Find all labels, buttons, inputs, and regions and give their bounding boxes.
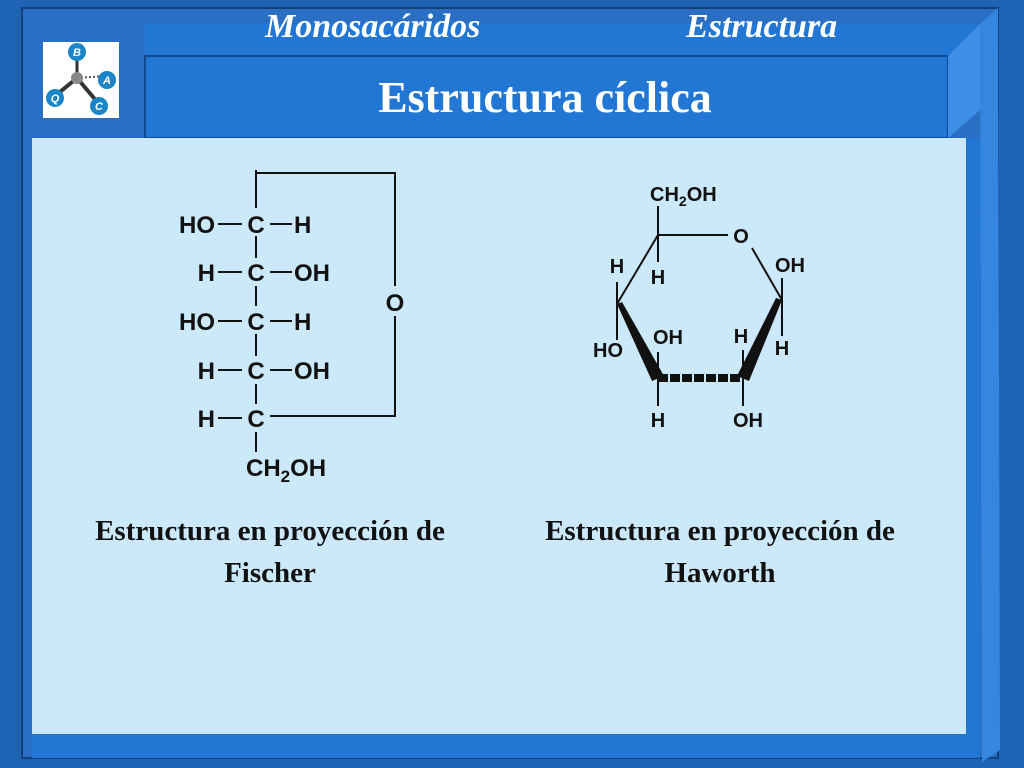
haworth-c4-up: H [610,256,624,278]
fischer-ring-oxygen: O [386,290,405,317]
fischer-caption: Estructura en proyección de Fischer [50,510,490,594]
fischer-row1-left: HO [179,212,215,239]
fischer-row1-carbon: C [247,212,264,239]
header-right-title: Estructura [686,8,838,45]
fischer-row3-left: HO [179,309,215,336]
haworth-ring-oxygen: O [733,226,749,248]
haworth-c2-down: OH [733,410,763,432]
haworth-caption-line2: Haworth [664,557,776,589]
fischer-row5-carbon: C [247,406,264,433]
haworth-top-oh: OH [687,184,717,206]
haworth-top-group: CH2OH [650,184,717,209]
haworth-caption-line1: Estructura en proyección de [545,515,895,547]
fischer-bottom-ch: CH [246,455,281,482]
molecule-logo-icon: B A C Q [46,43,116,115]
fischer-bottom-group: CH2OH [246,455,326,486]
haworth-c5-down: H [651,267,665,289]
fischer-projection [218,170,396,452]
fischer-row3-carbon: C [247,309,264,336]
haworth-projection [616,206,783,406]
haworth-caption: Estructura en proyección de Haworth [500,510,940,594]
haworth-top-sub: 2 [679,193,687,209]
logo-letter-a: A [102,75,111,87]
haworth-c4-down: HO [593,340,623,362]
fischer-caption-line2: Fischer [224,557,316,589]
haworth-c3-up: OH [653,327,683,349]
fischer-row4-left: H [198,358,215,385]
header-left-title: Monosacáridos [265,8,481,45]
fischer-row4-right: OH [294,358,330,385]
haworth-c2-up: H [734,326,748,348]
haworth-c3-down: H [651,410,665,432]
fischer-row2-carbon: C [247,260,264,287]
fischer-row1-right: H [294,212,311,239]
fischer-row4-carbon: C [247,358,264,385]
slide-title: Estructura cíclica [378,73,712,122]
haworth-top-ch: CH [650,184,679,206]
logo-letter-q: Q [51,93,60,105]
fischer-row2-left: H [198,260,215,287]
logo-letter-b: B [73,47,81,59]
logo-letter-c: C [95,101,104,113]
content-panel [32,138,966,734]
haworth-labels: CH2OH O OH H H H HO OH H H OH [593,184,805,432]
haworth-wedges [617,298,782,381]
fischer-row3-right: H [294,309,311,336]
fischer-row5-left: H [198,406,215,433]
fischer-caption-line1: Estructura en proyección de [95,515,445,547]
fischer-row2-right: OH [294,260,330,287]
fischer-bottom-sub: 2 [281,467,290,486]
logo: B A C Q [43,42,119,118]
fischer-labels: HO C H H C OH HO C H H C OH H C O CH2OH [179,212,404,486]
haworth-c1-down: H [775,338,789,360]
fischer-bottom-oh: OH [290,455,326,482]
haworth-c1-up: OH [775,255,805,277]
